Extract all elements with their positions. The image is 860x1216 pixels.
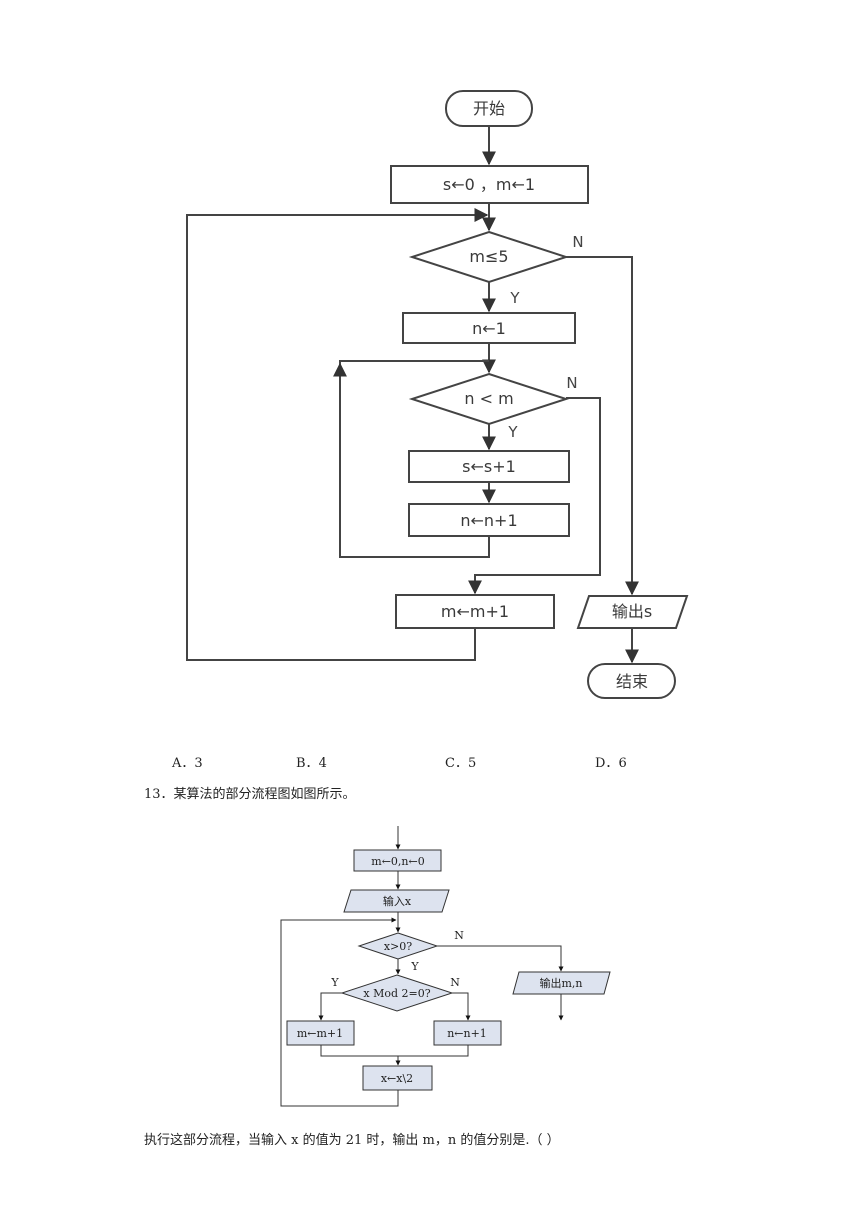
option-letter: A．	[172, 756, 195, 771]
cond-no-label: N	[454, 929, 464, 942]
question-13-text: 13．某算法的部分流程图如图所示。	[144, 787, 356, 802]
option-c: C．5	[445, 752, 476, 771]
option-value: 4	[318, 756, 327, 771]
inc-n-label: n←n+1	[460, 511, 517, 530]
divide-label: x←x\2	[381, 1072, 413, 1085]
inc-s-label: s←s+1	[462, 457, 516, 476]
input-parallelogram	[343, 889, 450, 913]
start-label: 开始	[473, 99, 505, 118]
outer-condition-label: m≤5	[469, 247, 508, 266]
outer-no-label: N	[572, 233, 583, 251]
inc-n-box-2	[433, 1020, 502, 1046]
condition-label-2: x>0?	[384, 940, 412, 953]
inner-no-label: N	[566, 374, 577, 392]
output-parallelogram	[576, 595, 689, 629]
output-label: 输出s	[612, 602, 652, 621]
option-value: 6	[618, 756, 627, 771]
inc-n-label-2: n←n+1	[447, 1027, 487, 1040]
inc-m-box-2	[286, 1020, 355, 1046]
input-label: 输入x	[383, 894, 412, 908]
output-label-2: 输出m,n	[539, 976, 582, 990]
option-a: A．3	[172, 752, 203, 771]
flowchart-1	[186, 90, 689, 699]
mod-yes-label: Y	[330, 976, 339, 989]
set-n-label: n←1	[472, 319, 506, 338]
flowchart-2	[280, 826, 611, 1107]
option-letter: C．	[445, 756, 468, 771]
option-letter: B．	[296, 756, 319, 771]
inc-n-box	[408, 503, 570, 537]
option-letter: D．	[595, 756, 619, 771]
init-label: s←0 ，m←1	[443, 175, 535, 194]
inc-m-box	[395, 594, 555, 629]
inner-condition-label: n < m	[464, 389, 513, 408]
flowchart-2-text: m←0,n←0 输入x x>0? x Mod 2=0? m←m+1 n←n+1 …	[297, 855, 583, 1085]
option-value: 3	[194, 756, 203, 771]
inc-m-label-2: m←m+1	[297, 1027, 343, 1040]
end-label: 结束	[616, 672, 648, 691]
inner-yes-label: Y	[507, 423, 518, 441]
flowchart-1-text: 开始 s←0 ，m←1 m≤5 n←1 n < m s←s+1 n←n+1 m←…	[441, 99, 652, 691]
option-b: B．4	[296, 752, 327, 771]
mod-label: x Mod 2=0?	[363, 987, 430, 1000]
mod-no-label: N	[450, 976, 460, 989]
init-box	[390, 165, 589, 204]
set-n-box	[402, 312, 576, 344]
init-label-2: m←0,n←0	[371, 855, 424, 868]
end-terminal	[587, 663, 676, 699]
outer-yes-label: Y	[509, 289, 520, 307]
option-d: D．6	[595, 752, 627, 771]
option-value: 5	[467, 756, 477, 771]
question-13-footer: 执行这部分流程，当输入 x 的值为 21 时，输出 m，n 的值分别是.（ ）	[144, 1133, 560, 1148]
mod-diamond	[340, 974, 454, 1012]
output-parallelogram-2	[512, 971, 611, 995]
cond-yes-label: Y	[410, 960, 419, 973]
inc-m-label: m←m+1	[441, 602, 509, 621]
